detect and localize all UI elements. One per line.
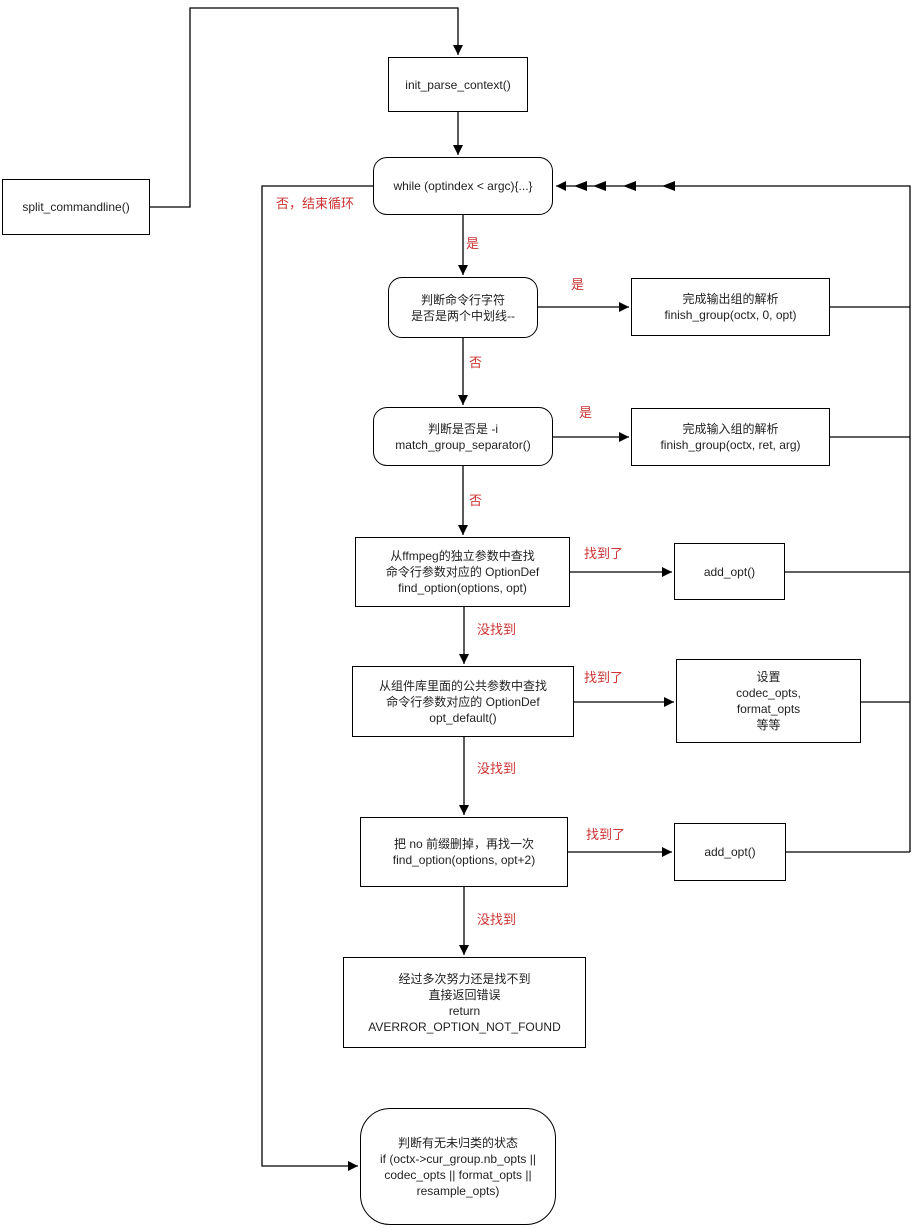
edge-exitloop-to-checkleftover: [261, 185, 373, 1171]
return-arrowhead: [574, 181, 587, 191]
edge-label-found-2: 找到了: [584, 670, 624, 685]
node-init-parse-context: init_parse_context(): [388, 57, 528, 112]
node-split-commandline: split_commandline(): [2, 179, 150, 235]
edge-label-not-found-1: 没找到: [477, 622, 517, 637]
node-find-option: 从ffmpeg的独立参数中查找 命令行参数对应的 OptionDef find_…: [355, 537, 570, 607]
node-add-opt-1: add_opt(): [674, 543, 785, 600]
return-line-arrowheads: [574, 181, 675, 191]
edge-label-no-separator: 否: [469, 493, 483, 508]
edge-label-yes-separator: 是: [579, 405, 593, 420]
edge-label-exit-loop: 否，结束循环: [276, 196, 355, 211]
return-arrowhead: [593, 181, 606, 191]
node-opt-default: 从组件库里面的公共参数中查找 命令行参数对应的 OptionDef opt_de…: [352, 666, 574, 737]
node-return-error: 经过多次努力还是找不到 直接返回错误 return AVERROR_OPTION…: [343, 957, 586, 1048]
node-check-leftover-state: 判断有无未归类的状态 if (octx->cur_group.nb_opts |…: [360, 1108, 556, 1225]
node-finish-input-group: 完成输入组的解析 finish_group(octx, ret, arg): [631, 408, 830, 466]
edge-label-yes-while: 是: [466, 236, 480, 251]
return-arrowhead: [623, 181, 636, 191]
edge-label-no-dash: 否: [469, 355, 483, 370]
edge-label-found-3: 找到了: [586, 827, 626, 842]
node-while-loop: while (optindex < argc){...}: [373, 157, 553, 215]
node-set-opts: 设置 codec_opts, format_opts 等等: [676, 659, 861, 743]
edge-label-found-1: 找到了: [584, 546, 624, 561]
node-retry-without-no: 把 no 前缀删掉，再找一次 find_option(options, opt+…: [360, 817, 568, 887]
edge-label-not-found-3: 没找到: [477, 912, 517, 927]
edge-label-not-found-2: 没找到: [477, 761, 517, 776]
edge-label-yes-dash: 是: [571, 277, 585, 292]
node-finish-output-group: 完成输出组的解析 finish_group(octx, 0, opt): [631, 278, 830, 336]
node-check-double-dash: 判断命令行字符 是否是两个中划线--: [388, 277, 538, 338]
node-add-opt-2: add_opt(): [674, 823, 786, 881]
node-check-input-separator: 判断是否是 -i match_group_separator(): [373, 407, 553, 466]
edge-split-to-init: [150, 7, 463, 208]
return-arrowhead: [662, 181, 675, 191]
